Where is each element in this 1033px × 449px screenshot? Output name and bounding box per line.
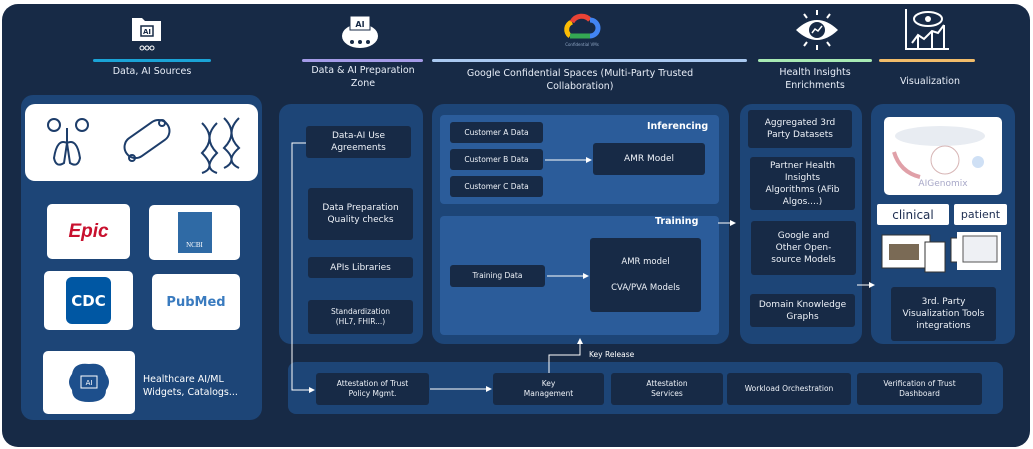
world-map-chart-image: [892, 126, 985, 179]
aigenomix-caption: AIGenomix: [918, 179, 968, 189]
column-title-confidential: Google Confidential Spaces (Multi-Party …: [466, 68, 694, 92]
devices-screenshot-image: [881, 232, 1001, 273]
prep-item-agreements[interactable]: Data-AI Use Agreements: [306, 126, 411, 158]
cdc-logo-text: CDC: [71, 291, 106, 310]
eye-insight-icon: [796, 10, 838, 50]
visualization-tools[interactable]: 3rd. Party Visualization Tools integrati…: [891, 287, 996, 341]
column-accent-line: [879, 59, 975, 62]
epic-logo-text: Epic: [68, 220, 109, 242]
ncbi-logo-text: NCBI: [186, 241, 203, 249]
medical-icons-box: [25, 104, 258, 181]
verification-dashboard[interactable]: Verification of Trust Dashboard: [857, 373, 982, 405]
insight-knowledge-graphs[interactable]: Domain Knowledge Graphs: [750, 294, 855, 327]
ai-cloud-icon: AI: [342, 15, 378, 48]
column-title-prep: Data & AI Preparation Zone: [311, 65, 415, 89]
eye-chart-icon: [905, 9, 949, 50]
training-model-amr: AMR model: [621, 257, 670, 267]
training-data[interactable]: Training Data: [450, 265, 545, 287]
inference-amr-model[interactable]: AMR Model: [593, 143, 705, 175]
training-model-cva: CVA/PVA Models: [611, 283, 680, 293]
key-release-arrow: [548, 338, 583, 373]
logo-pubmed[interactable]: PubMed: [152, 274, 240, 330]
workload-orchestration[interactable]: Workload Orchestration: [727, 373, 851, 405]
inferencing-label: Inferencing: [647, 121, 709, 132]
customer-c-data[interactable]: Customer C Data: [450, 176, 543, 197]
insight-open-source-models[interactable]: Google and Other Open-source Models: [751, 221, 856, 275]
key-release-label: Key Release: [589, 350, 635, 359]
column-title-insights: Health Insights Enrichments: [779, 67, 851, 91]
insight-partner-algorithms[interactable]: Partner Health Insights Algorithms (AFib…: [750, 157, 855, 210]
training-models-box[interactable]: AMR model CVA/PVA Models: [590, 238, 701, 312]
prep-item-standardization[interactable]: Standardization (HL7, FHIR...): [308, 300, 413, 334]
google-cloud-icon: [564, 13, 601, 39]
column-accent-line: [758, 59, 872, 62]
google-cloud-caption: Confidential VMs: [565, 42, 599, 47]
lungs-bacteria-dna-icon: [46, 116, 240, 174]
training-label: Training: [655, 216, 699, 227]
agreements-to-policy-arrow: [291, 142, 315, 393]
column-title-sources: Data, AI Sources: [112, 66, 192, 77]
key-management[interactable]: Key Management: [493, 373, 604, 405]
logo-epic[interactable]: Epic: [47, 204, 130, 259]
svg-text:AI: AI: [355, 20, 364, 29]
customer-b-data[interactable]: Customer B Data: [450, 149, 543, 170]
svg-text:AI: AI: [86, 379, 93, 387]
patient-badge: patient: [954, 204, 1007, 225]
svg-text:AI: AI: [143, 28, 151, 36]
column-title-visualization: Visualization: [899, 76, 960, 87]
logo-ncbi[interactable]: NCBI: [149, 205, 240, 260]
logo-cdc[interactable]: CDC: [44, 271, 133, 330]
column-accent-line: [432, 59, 747, 62]
clinical-badge-text: clinical: [892, 207, 934, 222]
pubmed-logo-text: PubMed: [166, 294, 226, 310]
column-accent-line: [93, 59, 211, 62]
clinical-badge: clinical: [877, 204, 949, 225]
ai-brain-box: AI: [43, 351, 135, 414]
widgets-label: Healthcare AI/ML Widgets, Catalogs...: [143, 374, 238, 398]
ai-brain-icon: AI: [69, 363, 109, 402]
genomics-visual-image: AIGenomix: [884, 117, 1002, 195]
ai-folder-icon: AI: [132, 18, 161, 51]
trust-policy-mgmt[interactable]: Attestation of Trust Policy Mgmt.: [316, 373, 429, 405]
patient-badge-text: patient: [960, 208, 1001, 221]
attestation-services[interactable]: Attestation Services: [611, 373, 723, 405]
insight-aggregated-datasets[interactable]: Aggregated 3rd Party Datasets: [748, 110, 852, 148]
column-accent-line: [302, 59, 423, 62]
prep-item-apis[interactable]: APIs Libraries: [308, 257, 413, 278]
customer-a-data[interactable]: Customer A Data: [450, 122, 543, 143]
prep-item-quality[interactable]: Data Preparation Quality checks: [308, 188, 413, 240]
